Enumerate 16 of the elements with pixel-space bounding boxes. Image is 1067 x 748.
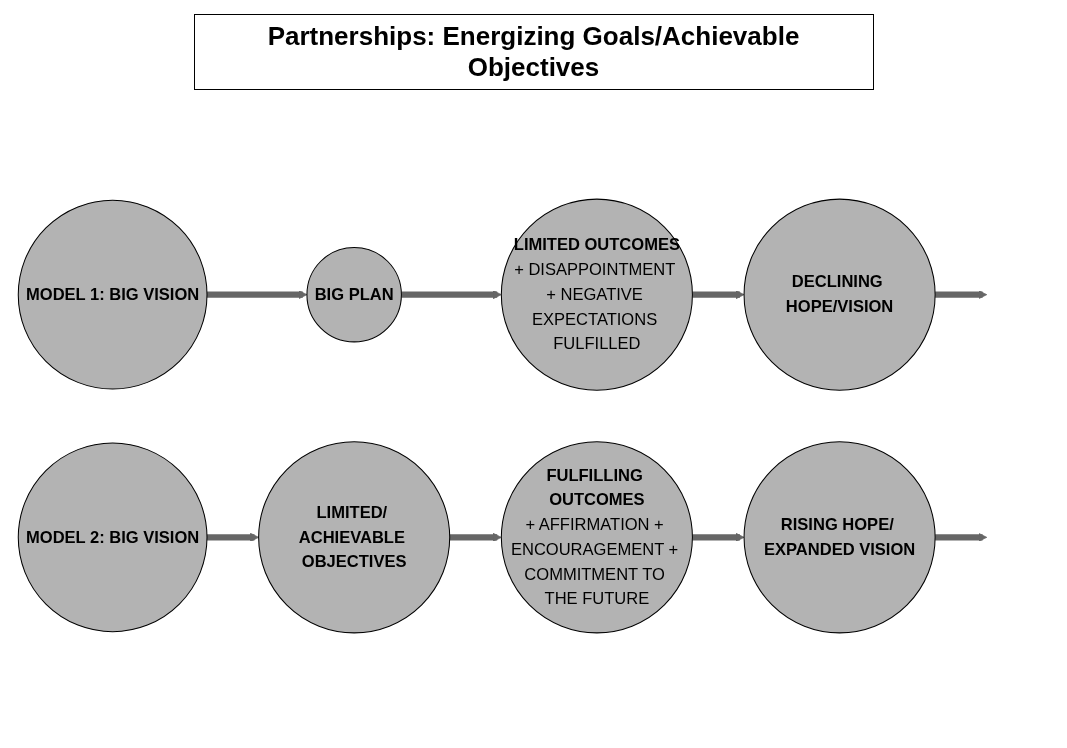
node-circle: RISING HOPE/ EXPANDED VISION [743, 441, 936, 634]
node-circle: BIG PLAN [306, 246, 402, 343]
arrow [692, 290, 745, 300]
node-circle: LIMITED OUTCOMES + DISAPPOINTMENT + NEGATIVE EXPECTATIONS FULFILLED [500, 198, 693, 391]
title: Partnerships: Energizing Goals/Achievable Objectives [193, 14, 874, 90]
node-circle: MODEL 2: BIG VISION [17, 442, 208, 633]
node-circle: DECLINING HOPE/VISION [743, 198, 936, 391]
node-circle: FULFILLING OUTCOMES + AFFIRMATION + ENCOURAGEMENT + COMMITMENT TO THE FUTURE [500, 441, 693, 634]
arrow [692, 532, 745, 542]
arrow [449, 532, 502, 542]
arrow [207, 290, 308, 300]
node-circle: MODEL 1: BIG VISION [17, 199, 208, 390]
arrow [935, 532, 988, 542]
arrow [401, 290, 502, 300]
arrow [935, 290, 988, 300]
node-circle: LIMITED/ ACHIEVABLE OBJECTIVES [258, 441, 451, 634]
